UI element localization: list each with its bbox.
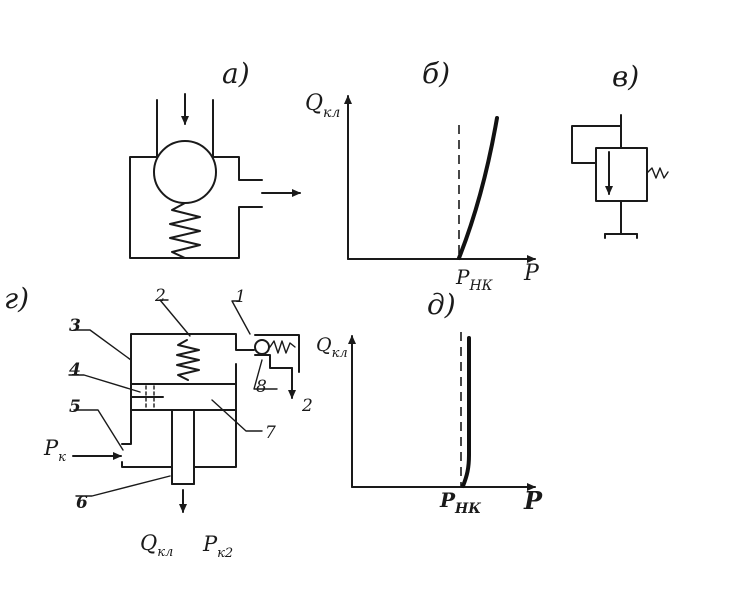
panel-b-curve (457, 116, 499, 260)
leader-7 (211, 399, 263, 432)
panel-b-x-label: P (523, 261, 540, 286)
panel-d-x-label: P (523, 486, 543, 515)
panel-d-characteristic-chart: д) Qкл PНК P (316, 288, 543, 517)
panel-g-assembly-drawing: г) (4, 282, 313, 561)
panel-b-marker-label: PНК (455, 265, 494, 294)
panel-v-valve-symbol: в) (571, 60, 669, 239)
panel-d-label: д) (427, 288, 456, 321)
panel-a-label: а) (222, 57, 250, 90)
panel-b-label: б) (422, 57, 450, 90)
panel-d-marker-label: PНК (439, 488, 481, 517)
leader-6 (75, 475, 171, 497)
valve-symbol-spring (646, 167, 669, 179)
callout-6: 6 (76, 493, 88, 513)
panel-d-curve (461, 336, 471, 488)
callout-drain-2: 2 (301, 396, 313, 416)
assembly-spring (176, 339, 200, 381)
leader-8 (253, 359, 278, 390)
callout-5: 5 (69, 397, 81, 417)
panel-v-label: в) (612, 60, 639, 93)
callout-3: 3 (69, 316, 81, 336)
valve-symbol-body (595, 147, 648, 202)
callout-7: 7 (265, 423, 276, 443)
panel-g-label: г) (4, 282, 29, 315)
panel-b-y-label: Qкл (305, 91, 340, 121)
outlet-pressure-label: Pк2 (202, 532, 233, 561)
panel-b-characteristic-chart: б) Qкл PНК P (305, 57, 540, 294)
panel-a-valve-schematic: а) (129, 57, 301, 259)
leader-4 (68, 374, 141, 393)
leader-3 (73, 329, 132, 361)
outlet-flow-label: Qкл (140, 531, 173, 560)
callout-1: 1 (235, 287, 246, 307)
callout-4: 4 (69, 360, 81, 380)
panel-d-y-label: Qкл (316, 334, 348, 361)
callout-8: 8 (256, 377, 267, 397)
valve-spring (169, 202, 201, 259)
inlet-pressure-label: Pк (43, 436, 66, 465)
pilot-ball (254, 339, 270, 355)
valve-ball (153, 140, 217, 204)
leader-2 (159, 299, 191, 337)
leader-5 (73, 409, 124, 451)
leader-1 (231, 300, 251, 335)
callout-2: 2 (154, 286, 166, 306)
